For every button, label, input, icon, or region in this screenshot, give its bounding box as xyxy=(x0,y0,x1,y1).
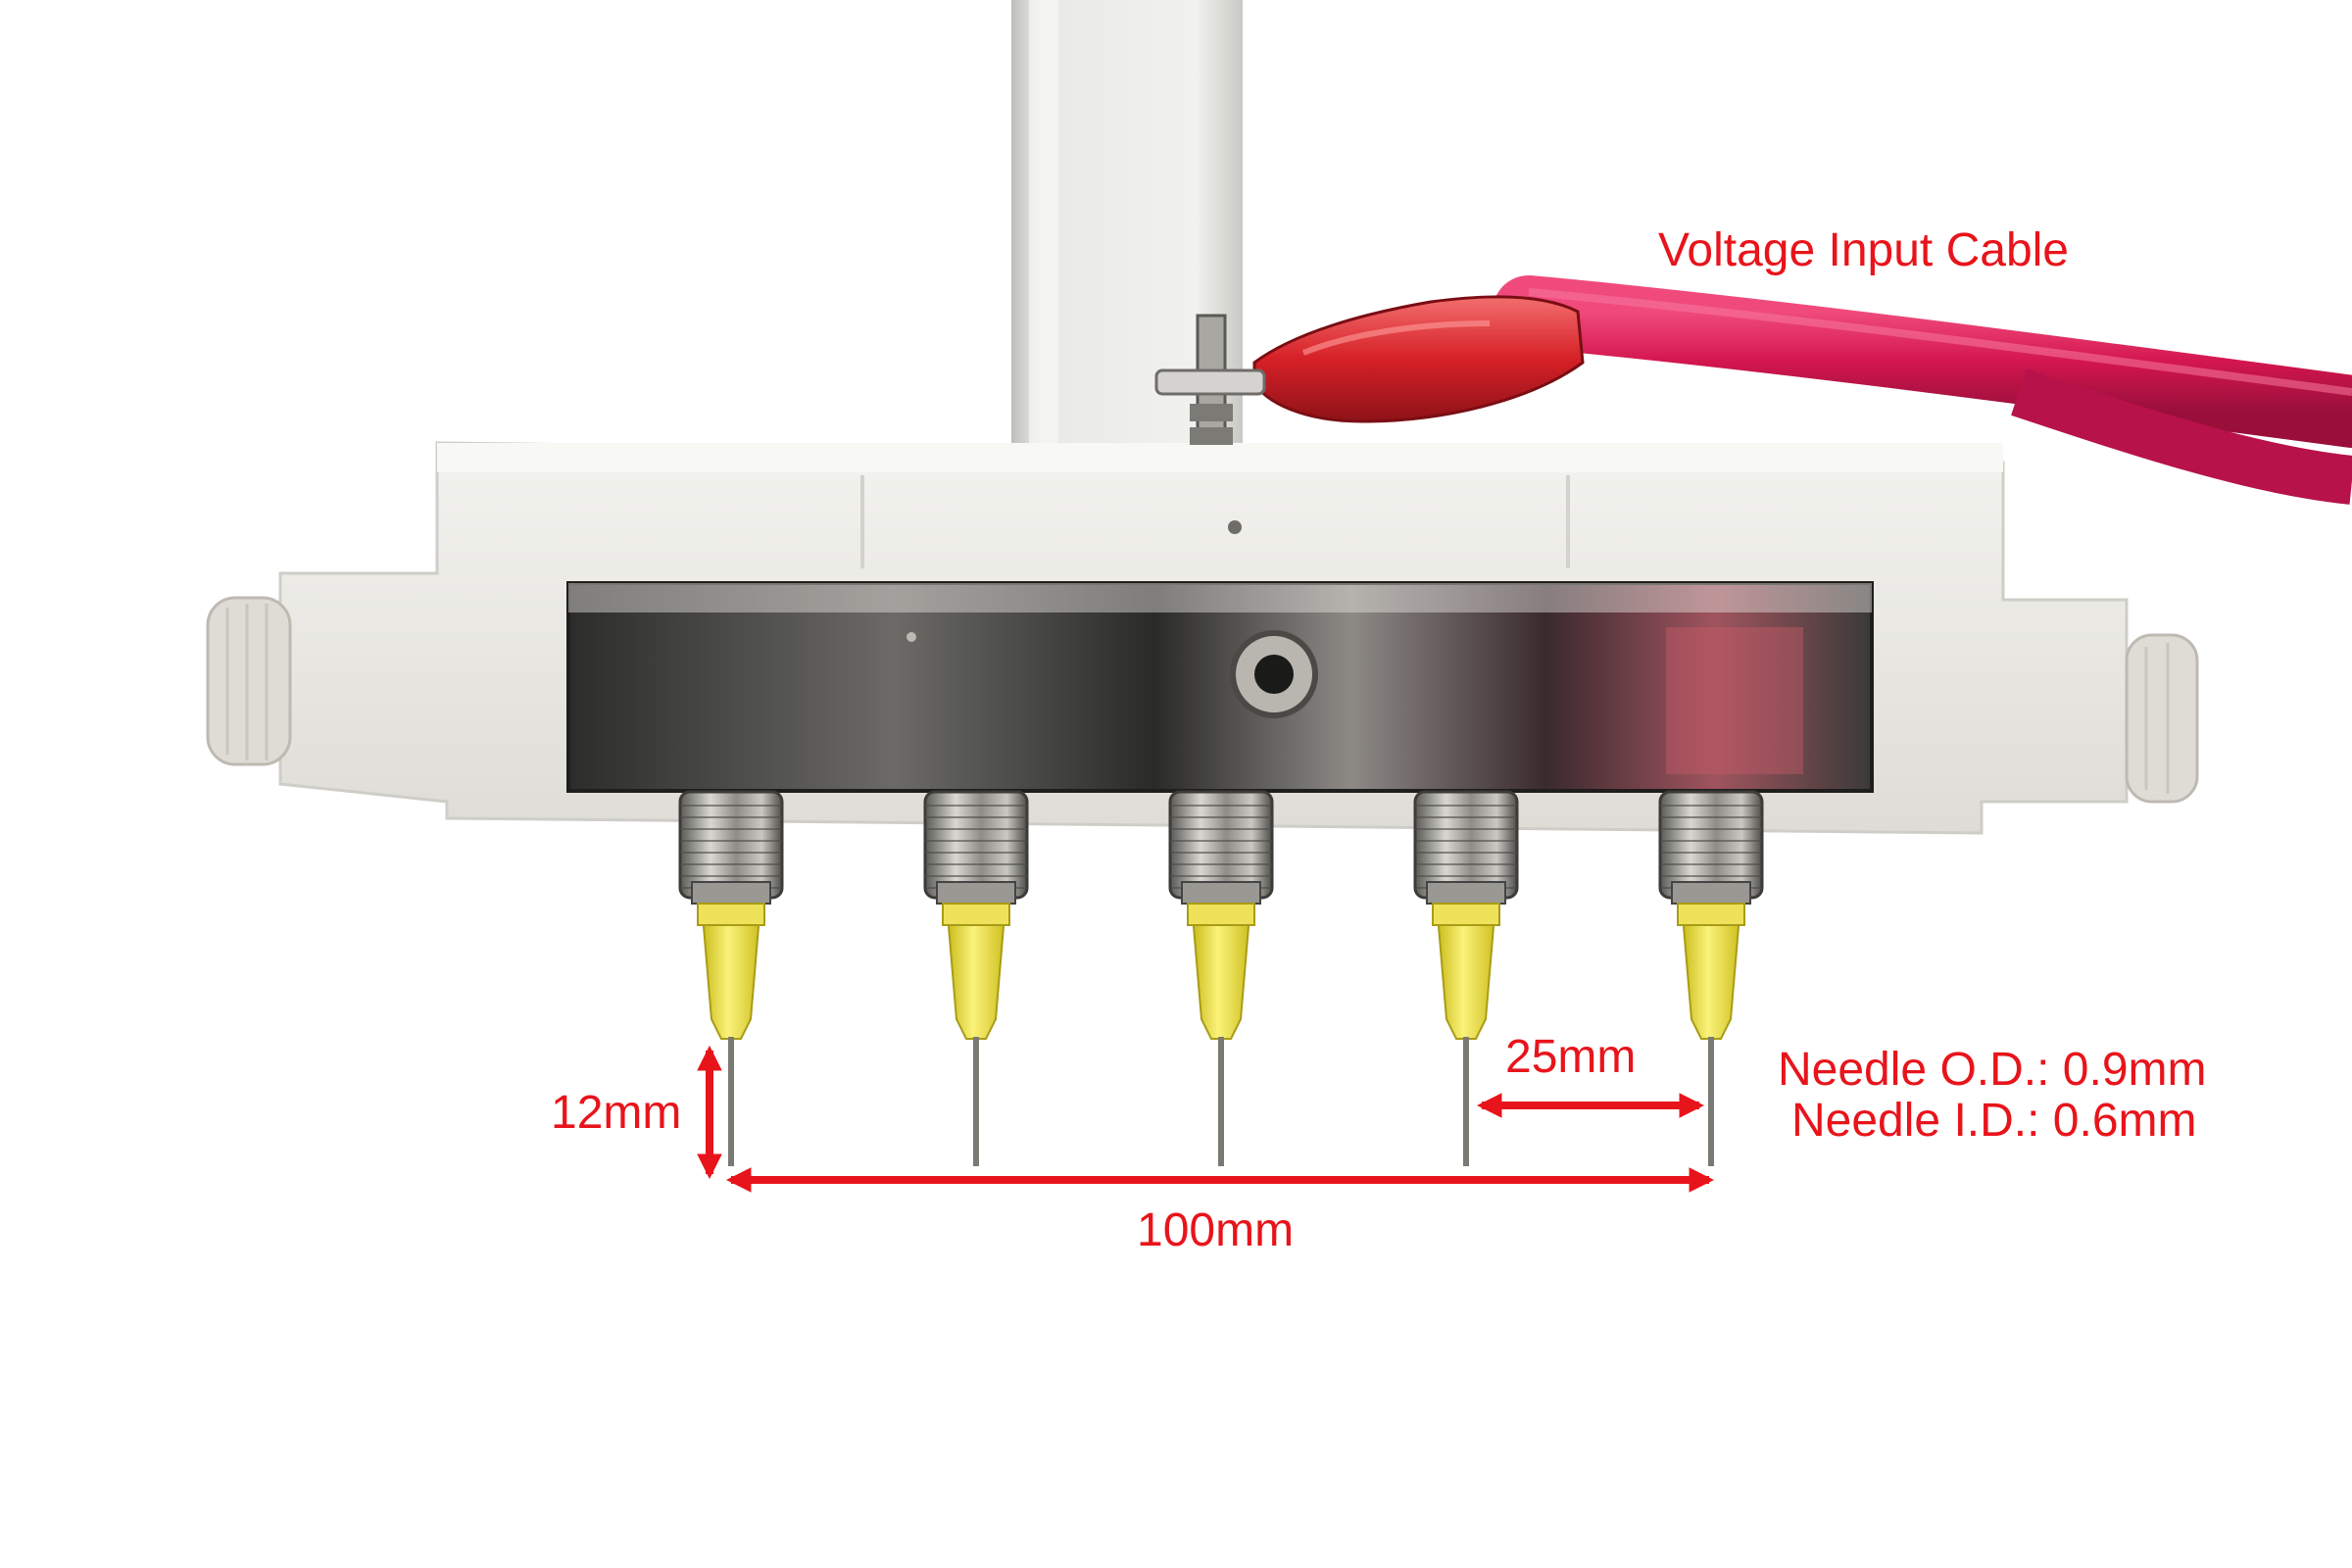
needle-3 xyxy=(1168,790,1274,1166)
terminal-screw xyxy=(1154,314,1266,445)
mounting-post xyxy=(1011,0,1243,461)
side-fitting-right xyxy=(2125,633,2199,804)
label-needle-pitch: 25mm xyxy=(1505,1031,1637,1083)
needle-5 xyxy=(1658,790,1764,1166)
needle-2 xyxy=(923,790,1029,1166)
label-needle-length: 12mm xyxy=(551,1087,682,1139)
label-voltage-input-cable: Voltage Input Cable xyxy=(1658,224,2069,276)
side-fitting-left xyxy=(206,596,292,766)
alligator-clip xyxy=(1252,295,1585,423)
label-needle-od: Needle O.D.: 0.9mm xyxy=(1778,1044,2207,1096)
needle-array xyxy=(678,790,1764,1166)
voltage-input-cable xyxy=(1493,275,2352,505)
steel-manifold xyxy=(566,581,1874,793)
needle-1 xyxy=(678,790,784,1166)
dimension-arrows xyxy=(697,1045,1715,1193)
label-needle-id: Needle I.D.: 0.6mm xyxy=(1791,1095,2197,1147)
label-total-span: 100mm xyxy=(1137,1204,1295,1256)
needle-4 xyxy=(1413,790,1519,1166)
